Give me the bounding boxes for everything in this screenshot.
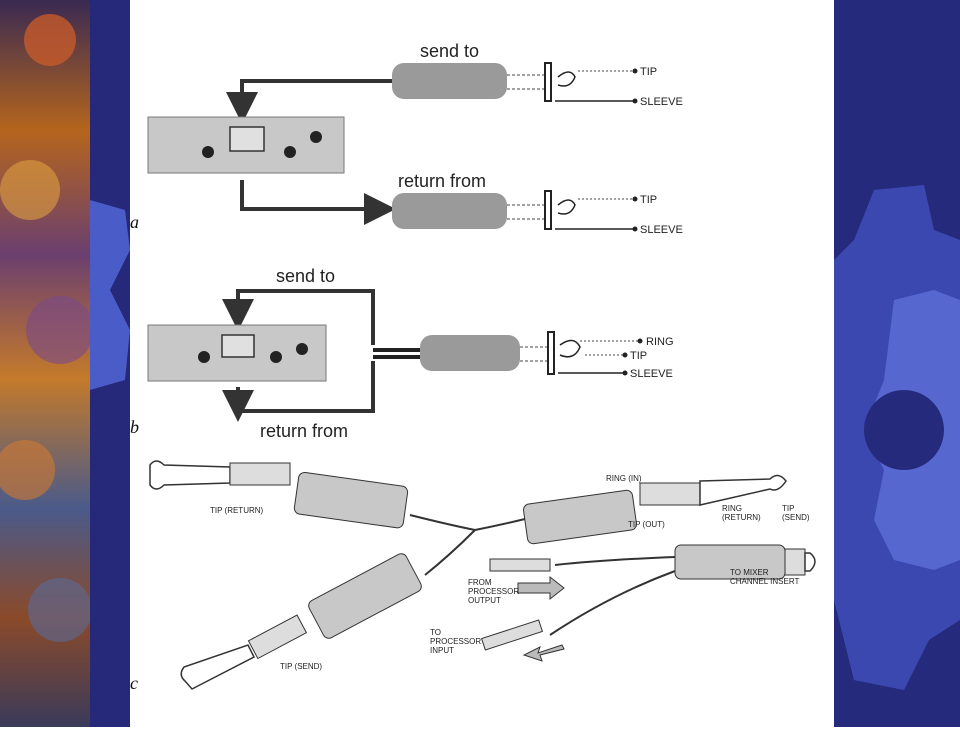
panel-label-c: c: [130, 673, 138, 693]
sleeve-label-b: SLEEVE: [630, 368, 673, 380]
left-stripe-gear: [90, 200, 130, 390]
tip-send-label: TIP (SEND): [280, 662, 322, 671]
send-arrow-b: [222, 289, 375, 345]
signal-arrow-icon: [522, 644, 565, 662]
insert-cable-diagram: send to TIP SLEEVE return fr: [147, 41, 816, 690]
panel-b: send to return from: [147, 266, 674, 441]
send-arrow: [226, 79, 392, 124]
send-to-label: send to: [420, 41, 479, 61]
phone-plug-icon: [699, 474, 787, 506]
ring-return-label: RING(RETURN): [722, 504, 761, 522]
trs-jack-icon: [547, 331, 555, 375]
left-gear-pattern: [0, 14, 94, 642]
send-to-label-b: send to: [276, 266, 335, 286]
plug-body-icon: [308, 553, 422, 639]
panel-c: [149, 460, 816, 690]
decorative-left-stripe: [90, 0, 130, 727]
diagram-area: a b c send to TIP SLEEV: [130, 5, 833, 722]
plug-body-icon: [293, 471, 409, 529]
knob-icon: [284, 146, 296, 158]
knob-icon: [296, 343, 308, 355]
return-tip-label: TIP: [640, 194, 657, 206]
panel-label-b: b: [130, 417, 139, 437]
panel-a: send to TIP SLEEVE return fr: [147, 41, 683, 236]
knob-icon: [202, 146, 214, 158]
return-sleeve-label: SLEEVE: [640, 224, 683, 236]
decorative-right-band: [834, 0, 960, 727]
tip-send-right-label: TIP(SEND): [782, 504, 810, 522]
phone-plug-icon: [180, 644, 256, 690]
return-jack-icon: [544, 190, 552, 230]
return-from-label: return from: [398, 171, 486, 191]
vu-meter-icon: [229, 126, 265, 152]
plug-body-icon: [523, 489, 637, 545]
send-tip-label: TIP: [640, 66, 657, 78]
ring-label: RING: [646, 336, 674, 348]
return-arrow: [240, 180, 396, 225]
send-plug-icon: [392, 63, 507, 99]
send-sleeve-label: SLEEVE: [640, 96, 683, 108]
send-jack-icon: [544, 62, 552, 102]
trs-plug-icon: [420, 335, 520, 371]
decorative-left-band: [0, 0, 94, 727]
tip-label-b: TIP: [630, 350, 647, 362]
phone-plug-icon: [149, 460, 231, 490]
signal-arrow-icon: [517, 575, 565, 601]
vu-meter-icon: [221, 334, 255, 358]
return-from-label-b: return from: [260, 421, 348, 441]
right-gear-icon: [834, 185, 960, 690]
phone-plug-icon: [804, 552, 816, 572]
knob-icon: [198, 351, 210, 363]
tip-out-label: TIP (OUT): [628, 520, 665, 529]
return-plug-icon: [392, 193, 507, 229]
cable: [409, 514, 476, 531]
panel-c-labels: TIP (RETURN) TIP (SEND) RING (IN) TIP (O…: [210, 474, 810, 671]
tip-return-label: TIP (RETURN): [210, 506, 264, 515]
knob-icon: [270, 351, 282, 363]
panel-label-a: a: [130, 212, 139, 232]
ring-in-label: RING (IN): [606, 474, 642, 483]
knob-icon: [310, 131, 322, 143]
